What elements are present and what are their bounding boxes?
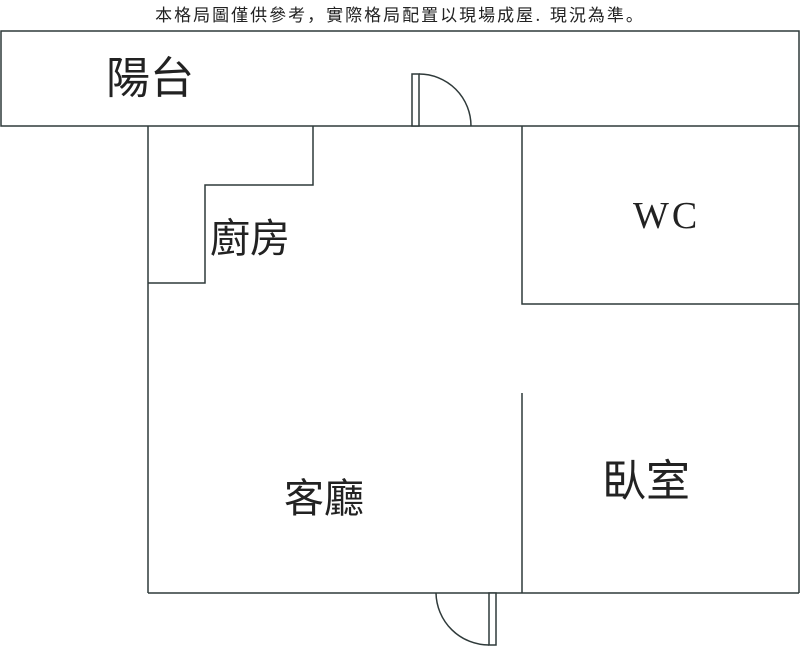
room-label-balcony: 陽台 — [106, 53, 194, 104]
wc-wall — [521, 126, 799, 305]
room-label-bedroom: 臥室 — [602, 456, 690, 507]
room-label-wc: WC — [633, 195, 701, 237]
room-label-living-room: 客廳 — [284, 476, 364, 522]
entrance-door[interactable] — [435, 592, 497, 646]
kitchen-wall — [148, 126, 314, 284]
balcony-door[interactable] — [411, 73, 472, 127]
balcony-wall — [0, 30, 800, 127]
room-label-kitchen: 廚房 — [210, 216, 290, 262]
disclaimer-text: 本格局圖僅供參考，實際格局配置以現場成屋. 現況為準。 — [155, 6, 645, 26]
main-walls — [147, 126, 800, 594]
